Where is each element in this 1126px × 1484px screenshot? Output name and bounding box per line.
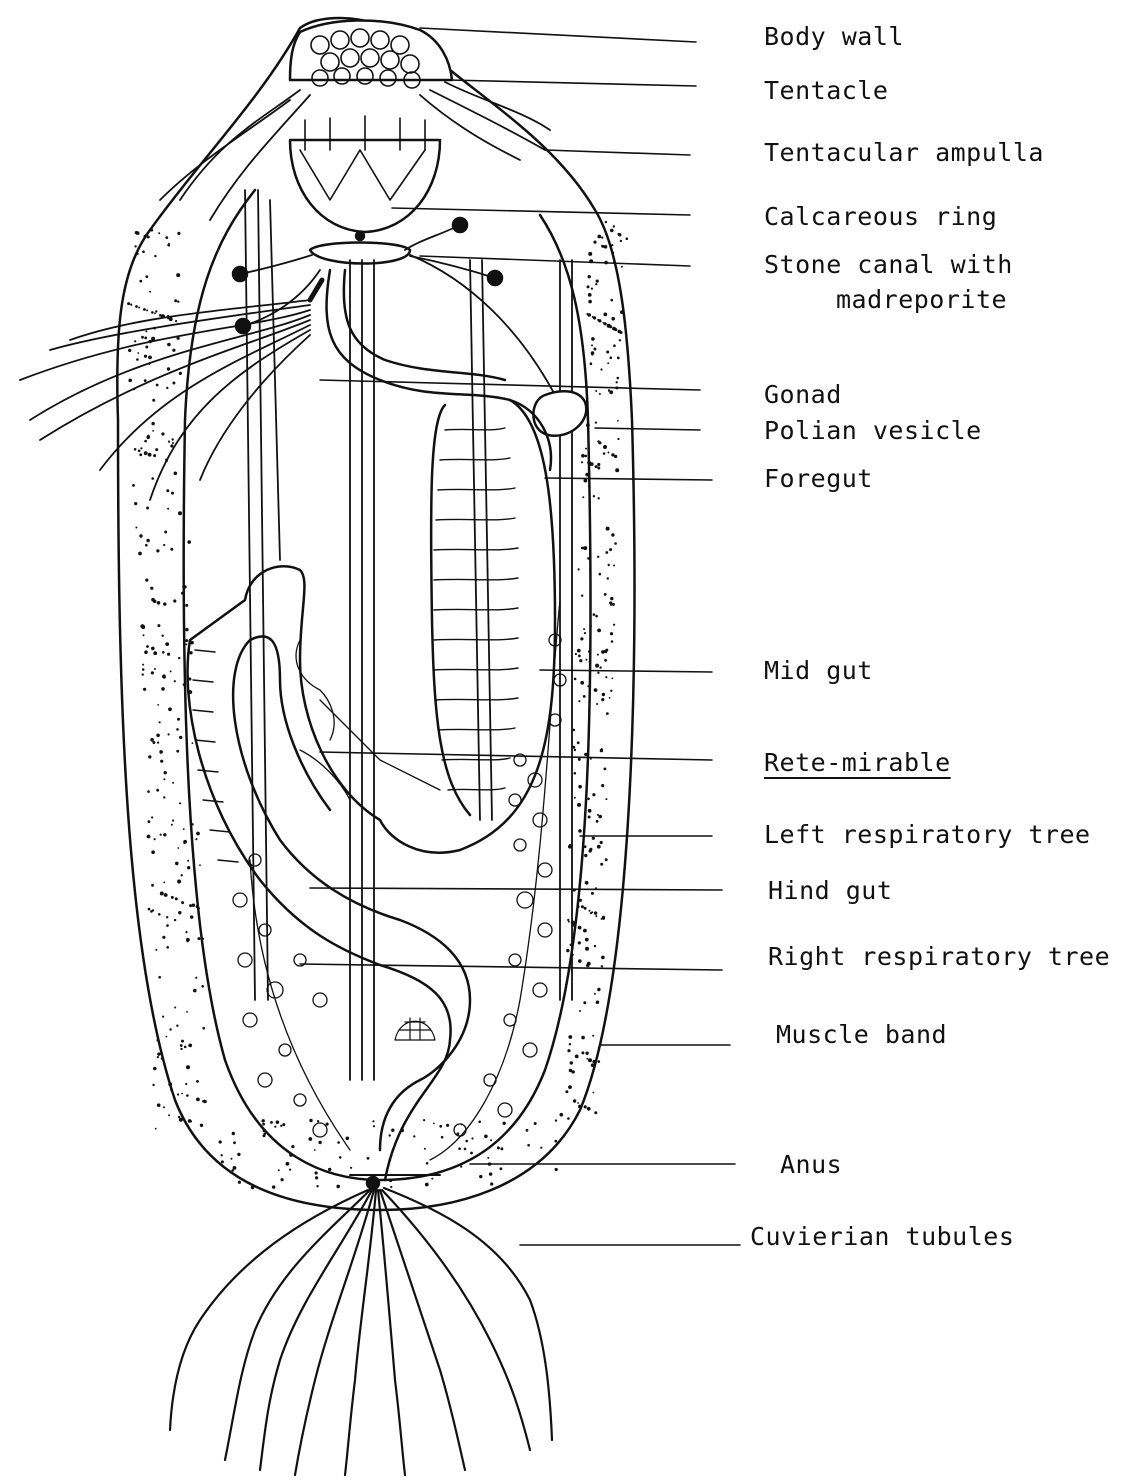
label-right-respiratory-tree: Right respiratory tree xyxy=(768,942,1110,971)
label-calcareous-ring: Calcareous ring xyxy=(764,202,997,231)
cuvierian-tubules xyxy=(170,1188,552,1475)
hind-gut-tube xyxy=(188,566,451,1180)
gonad-duct xyxy=(310,280,322,300)
label-hind-gut: Hind gut xyxy=(768,876,892,905)
label-tentacle: Tentacle xyxy=(764,76,888,105)
leader-lines xyxy=(300,28,740,1245)
tentacles xyxy=(160,82,550,220)
calcareous-ring-shape xyxy=(290,140,440,232)
rete-mirabile xyxy=(296,640,440,800)
label-foregut: Foregut xyxy=(764,464,873,493)
label-gonad: Gonad xyxy=(764,380,842,409)
mid-gut-tube xyxy=(380,400,555,853)
label-muscle-band: Muscle band xyxy=(776,1020,947,1049)
body-wall-inner xyxy=(184,190,591,1180)
mid-gut-folds xyxy=(434,428,518,790)
label-tentacular-ampulla: Tentacular ampulla xyxy=(764,138,1044,167)
label-rete-mirable: Rete-mirable xyxy=(764,748,951,777)
muscle-band-mesh xyxy=(395,1018,435,1040)
label-left-respiratory-tree: Left respiratory tree xyxy=(764,820,1091,849)
label-body-wall: Body wall xyxy=(764,22,904,51)
label-stone-canal: Stone canal with xyxy=(764,250,1013,279)
label-mid-gut: Mid gut xyxy=(764,656,873,685)
polian-vesicle xyxy=(533,391,586,436)
label-stone-canal-cont: madreporite xyxy=(836,285,1007,314)
water-ring xyxy=(310,243,410,264)
gonad-tubules xyxy=(20,300,310,500)
label-cuvierian-tubules: Cuvierian tubules xyxy=(750,1222,1014,1251)
right-respiratory-tree xyxy=(233,854,350,1150)
label-anus: Anus xyxy=(780,1150,842,1179)
label-polian-vesicle: Polian vesicle xyxy=(764,416,982,445)
left-respiratory-tree xyxy=(430,600,566,1160)
longitudinal-muscles xyxy=(245,190,572,1080)
